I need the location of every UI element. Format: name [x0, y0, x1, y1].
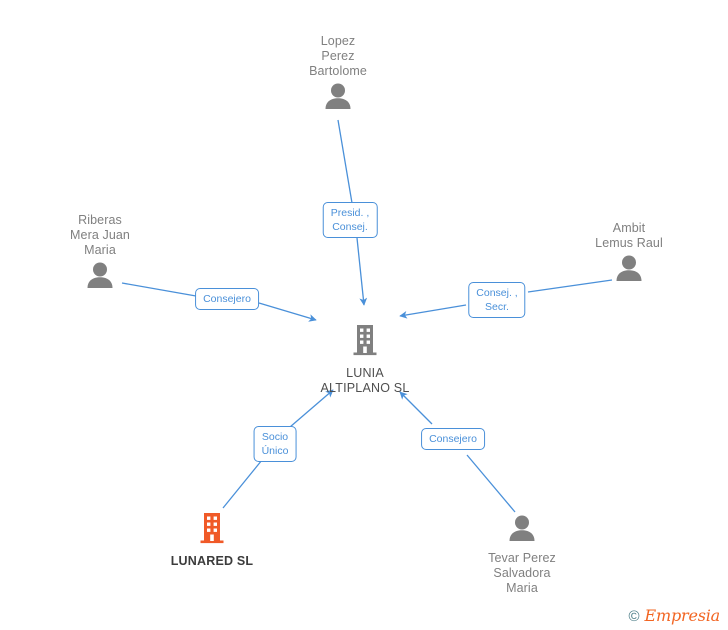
edge-label-tevar-lunia[interactable]: Consejero [421, 428, 485, 450]
watermark: © Empresia [628, 608, 720, 624]
node-person-riberas[interactable]: Riberas Mera Juan Maria [25, 213, 175, 293]
edge-lopez-lunia [337, 119, 368, 306]
edge-label-lunared-lunia[interactable]: Socio Único [253, 426, 297, 462]
person-icon [85, 262, 115, 293]
node-person-lopez[interactable]: Lopez Perez Bartolome [263, 34, 413, 114]
person-icon [323, 83, 353, 114]
node-label-lunia: LUNIA ALTIPLANO SL [320, 366, 410, 395]
building-icon [352, 324, 378, 361]
edge-label-ambit-lunia[interactable]: Consej. , Secr. [468, 282, 526, 318]
node-label-riberas: Riberas Mera Juan Maria [70, 213, 130, 257]
building-icon [199, 512, 225, 549]
person-icon [614, 255, 644, 286]
edge-lunared-lunia [222, 389, 334, 509]
edge-ambit-lunia [399, 279, 613, 319]
node-person-ambit[interactable]: Ambit Lemus Raul [554, 221, 704, 286]
node-label-ambit: Ambit Lemus Raul [595, 221, 663, 250]
node-person-tevar[interactable]: Tevar Perez Salvadora Maria [447, 515, 597, 596]
brand-name: Empresia [644, 606, 721, 625]
node-label-tevar: Tevar Perez Salvadora Maria [488, 551, 556, 595]
node-label-lunared: LUNARED SL [170, 554, 254, 568]
node-label-lopez: Lopez Perez Bartolome [309, 34, 367, 78]
person-icon [507, 515, 537, 546]
node-company-lunared[interactable]: LUNARED SL [137, 512, 287, 569]
edge-tevar-lunia [399, 391, 516, 513]
copyright-icon: © [628, 607, 640, 625]
edge-riberas-lunia [121, 282, 317, 322]
node-company-lunia[interactable]: LUNIA ALTIPLANO SL [290, 324, 440, 396]
edge-label-riberas-lunia[interactable]: Consejero [195, 288, 259, 310]
edge-label-lopez-lunia[interactable]: Presid. , Consej. [322, 202, 378, 238]
